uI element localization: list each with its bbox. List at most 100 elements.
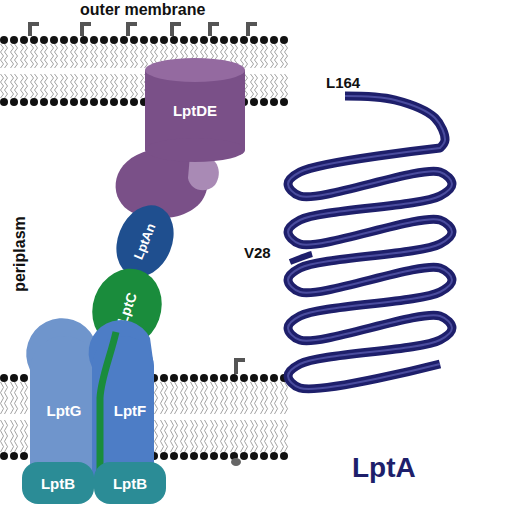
lipid-tail [21, 74, 24, 98]
lipid-tail [15, 420, 18, 452]
lipid-head [250, 36, 258, 44]
lipid-tail [285, 420, 288, 452]
lps-molecule [236, 360, 245, 374]
lipid-tail [25, 74, 28, 98]
lipid-tail [261, 44, 264, 68]
lipid-tail [251, 382, 254, 414]
lipid-tail [271, 44, 274, 68]
lipid-head [180, 374, 188, 382]
lipid-tail [1, 74, 4, 98]
lipid-tail [255, 44, 258, 68]
lipid-head [20, 452, 28, 460]
lipid-head [140, 36, 148, 44]
lipid-head [250, 98, 258, 106]
lipid-tail [61, 44, 64, 68]
lipid-head [260, 374, 268, 382]
lipid-tail [215, 420, 218, 452]
lipid-head [160, 452, 168, 460]
lipid-tail [91, 44, 94, 68]
protein-name: LptF [114, 402, 146, 419]
lipid-tail [15, 74, 18, 98]
lipid-head [30, 36, 38, 44]
lipid-tail [25, 44, 28, 68]
lipid-head [60, 98, 68, 106]
lipid-head [40, 36, 48, 44]
lipid-tail [271, 420, 274, 452]
lipid-head [70, 36, 78, 44]
lipid-tail [181, 382, 184, 414]
lipid-head [100, 98, 108, 106]
lipid-tail [71, 74, 74, 98]
lipid-head [270, 36, 278, 44]
lipid-head [0, 98, 8, 106]
lipid-tail [241, 382, 244, 414]
lipid-tail [141, 44, 144, 68]
lipid-tail [261, 74, 264, 98]
compartment-label: periplasm [11, 216, 29, 292]
lipid-tail [35, 44, 38, 68]
lipid-tail [171, 420, 174, 452]
lipid-tail [255, 74, 258, 98]
lipid-head [230, 374, 238, 382]
lipid-head [220, 374, 228, 382]
lipid-tail [285, 44, 288, 68]
lipid-tail [75, 44, 78, 68]
lipid-tail [101, 74, 104, 98]
protein-domain: LptF [92, 338, 154, 483]
lipid-tail [175, 382, 178, 414]
lipid-head [30, 98, 38, 106]
lipid-tail [131, 74, 134, 98]
lipid-tail [171, 382, 174, 414]
lipid-tail [15, 44, 18, 68]
lps-molecule [82, 24, 91, 36]
lipid-tail [85, 44, 88, 68]
lipid-head [250, 452, 258, 460]
lipid-tail [95, 44, 98, 68]
lipid-tail [121, 74, 124, 98]
lipid-head [160, 36, 168, 44]
lipid-tail [1, 382, 4, 414]
lipid-head [210, 36, 218, 44]
lipid-tail [55, 44, 58, 68]
lipid-tail [31, 44, 34, 68]
lipid-head [60, 36, 68, 44]
lipid-tail [281, 44, 284, 68]
lipid-head [230, 36, 238, 44]
lipid-head [280, 452, 288, 460]
lipid-tail [255, 420, 258, 452]
lipid-tail [35, 74, 38, 98]
protein-complex: LptDE [145, 58, 245, 162]
lipid-head [100, 36, 108, 44]
lipid-tail [11, 420, 14, 452]
lipid-tail [11, 382, 14, 414]
lipid-head [10, 36, 18, 44]
lipid-tail [191, 382, 194, 414]
lipid-tail [185, 382, 188, 414]
lipid-head [130, 36, 138, 44]
lipid-tail [61, 74, 64, 98]
lipid-tail [85, 74, 88, 98]
lipid-tail [55, 74, 58, 98]
lipid-tail [111, 44, 114, 68]
lipid-tail [265, 44, 268, 68]
lipid-tail [241, 44, 244, 68]
lipid-head [110, 36, 118, 44]
protein-name: LptA [352, 452, 416, 484]
lipid-tail [251, 74, 254, 98]
lipid-tail [251, 420, 254, 452]
lipid-head [130, 98, 138, 106]
lipid-tail [261, 382, 264, 414]
lipid-tail [225, 382, 228, 414]
lipid-tail [41, 44, 44, 68]
lipid-tail [45, 44, 48, 68]
lipid-tail [21, 382, 24, 414]
lipid-tail [165, 382, 168, 414]
lipid-tail [141, 74, 144, 98]
lipid-tail [25, 382, 28, 414]
lptc-tm-helix [100, 332, 116, 483]
lipid-head [0, 374, 8, 382]
lipid-tail [275, 420, 278, 452]
lipid-head [10, 374, 18, 382]
protein-domain: LptB [94, 462, 166, 504]
lipid-tail [275, 44, 278, 68]
